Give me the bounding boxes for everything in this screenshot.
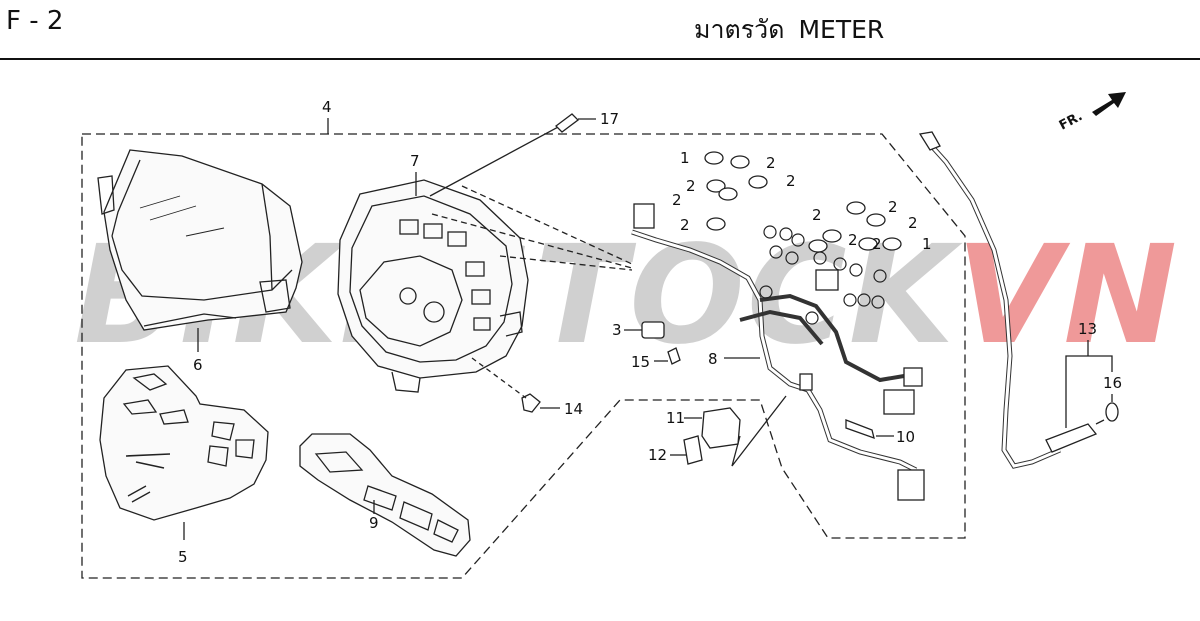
callout-2-i: 2 [872, 235, 882, 253]
assembly-outline [81, 133, 966, 579]
callout-9: 9 [369, 514, 379, 532]
meter-visor [97, 149, 303, 331]
inner-bracket [299, 433, 471, 557]
title-thai: มาตรวัด [694, 15, 785, 44]
grommet-3 [641, 321, 665, 339]
title-english: METER [798, 15, 885, 44]
callout-1-b: 1 [922, 235, 932, 253]
callout-2-c: 2 [686, 177, 696, 195]
callout-3: 3 [612, 321, 622, 339]
callout-2-d: 2 [672, 191, 682, 209]
callout-2-h: 2 [908, 214, 918, 232]
callout-2-e: 2 [680, 216, 690, 234]
o-ring-16 [1105, 402, 1119, 422]
callout-15: 15 [631, 353, 650, 371]
callout-2-f: 2 [812, 206, 822, 224]
callout-16: 16 [1103, 374, 1122, 392]
screw-17 [555, 113, 579, 133]
leader-17-b [429, 125, 561, 197]
callout-7: 7 [410, 152, 420, 170]
header-rule [0, 58, 1200, 60]
callout-5: 5 [178, 548, 188, 566]
bolt-10 [845, 419, 875, 440]
callout-labels: 4 17 7 6 5 9 14 3 15 8 11 12 10 13 16 1 … [178, 98, 1122, 566]
callout-8: 8 [708, 350, 718, 368]
callout-6: 6 [193, 356, 203, 374]
leader-dashed-lens [431, 185, 633, 271]
callout-10: 10 [896, 428, 915, 446]
fr-label: FR. [1057, 109, 1085, 134]
callout-4: 4 [322, 98, 332, 116]
page-code: F - 2 [6, 6, 64, 36]
meter-case [337, 179, 529, 393]
screw-14 [521, 393, 541, 413]
callout-1-a: 1 [680, 149, 690, 167]
screw-15 [667, 347, 681, 365]
bulbs-and-sockets [704, 151, 902, 253]
meter-rear-cover [99, 365, 269, 521]
callout-2-j: 2 [848, 231, 858, 249]
callout-11: 11 [666, 409, 685, 427]
leader-14-b [471, 357, 527, 399]
callout-12: 12 [648, 446, 667, 464]
callout-14: 14 [564, 400, 583, 418]
connector-12 [683, 435, 703, 465]
leader-11-12-group [731, 395, 787, 467]
callout-13: 13 [1078, 320, 1097, 338]
callout-2-b: 2 [786, 172, 796, 190]
callout-2-a: 2 [766, 154, 776, 172]
callout-2-g: 2 [888, 198, 898, 216]
speedometer-cable [918, 131, 1105, 469]
wire-harness [631, 203, 925, 501]
relay-11 [701, 407, 741, 449]
page-title: มาตรวัด METER [694, 10, 884, 50]
front-direction-arrow [1092, 92, 1126, 116]
callout-17: 17 [600, 110, 619, 128]
leader-13 [1065, 355, 1113, 428]
